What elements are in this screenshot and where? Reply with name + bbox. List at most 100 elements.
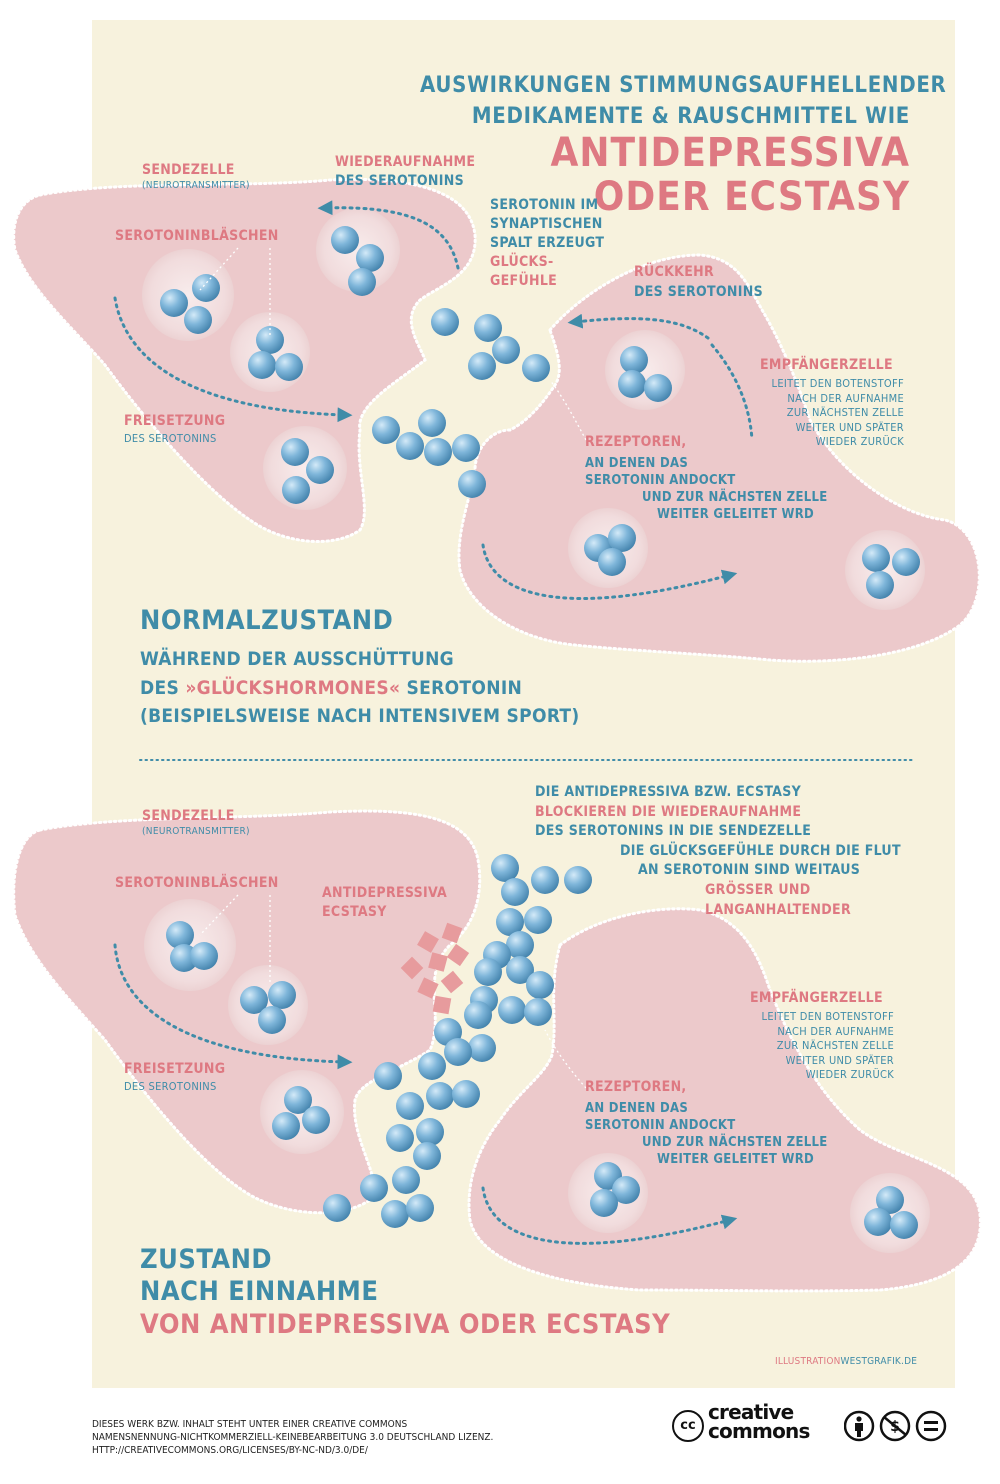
cc-logo-icon: cc [672,1410,704,1442]
leader-line [549,379,587,441]
vesicle [605,330,685,410]
serotonin-molecule [444,1038,472,1066]
title-line-1: AUSWIRKUNGEN STIMMUNGSAUFHELLENDER [420,73,947,98]
license-text: DIESES WERK BZW. INHALT STEHT UNTER EINE… [92,1418,493,1457]
credit-illustration: ILLUSTRATION [775,1356,841,1367]
label-sendezelle-top: SENDEZELLE [142,162,235,178]
normal-sub-line-1: WÄHREND DER AUSSCHÜTTUNG [140,648,455,670]
cc-word-2: commons [708,1419,810,1443]
label-empfaengerzelle-top: EMPFÄNGERZELLE [760,357,893,373]
transfer-arrow [481,543,738,600]
info-line-1: DIE ANTIDEPRESSIVA BZW. ECSTASY [535,784,801,800]
title-line-3: ANTIDEPRESSIVA [550,130,910,176]
serotonin-molecule [184,306,212,334]
serotonin-molecule [256,326,284,354]
rezeptoren-desc-top: AN DENEN DAS SEROTONIN ANDOCKT UND ZUR N… [585,455,827,524]
serotonin-molecule [374,1062,402,1090]
license-icons: $ [844,1410,947,1442]
return-arrow [567,313,710,340]
serotonin-molecule [396,432,424,460]
serotonin-molecule [864,1208,892,1236]
serotonin-molecule [348,268,376,296]
serotonin-molecule [406,1194,434,1222]
serotonin-molecule [360,1174,388,1202]
normal-sub-suffix: SEROTONIN [400,676,523,699]
serotonin-molecule [862,544,890,572]
drug-molecule [446,943,470,967]
label-antidepressiva-ecstasy: ANTIDEPRESSIVA ECSTASY [322,884,447,922]
serotonin-molecule [282,476,310,504]
by-attribution-icon [844,1410,875,1442]
empfaenger-b-line-4: WEITER UND SPÄTER [785,1053,894,1067]
illustration-credit: ILLUSTRATIONWESTGRAFIK.DE [775,1356,917,1368]
gluecks-line-1: GLÜCKS- [490,253,554,270]
label-freisetzung-sub-top: DES SEROTONINS [124,432,217,445]
label-rezeptoren-bottom: REZEPTOREN, [585,1079,687,1095]
drug-molecule [417,977,439,999]
empfaenger-desc-bottom: LEITET DEN BOTENSTOFF NACH DER AUFNAHME … [730,1010,894,1083]
serotonin-molecule [418,409,446,437]
serotonin-molecule [331,226,359,254]
label-freisetzung-bottom: FREISETZUNG [124,1061,226,1077]
vesicle [144,899,236,991]
serotonin-molecule [564,866,592,894]
serotonin-molecule [160,289,188,317]
leader-line [199,894,239,936]
empfaenger-b-line-5: WIEDER ZURÜCK [805,1068,894,1082]
serotonin-molecule [468,352,496,380]
label-synaptic-cleft: SEROTONIN IM SYNAPTISCHEN SPALT ERZEUGT … [490,196,604,290]
serotonin-molecule [240,986,268,1014]
serotonin-molecule [608,524,636,552]
empfaenger-line-1: LEITET DEN BOTENSTOFF [771,377,904,390]
info-line-5: AN SEROTONIN SIND WEITAUS [638,862,861,879]
empfaenger-line-4: WEITER UND SPÄTER [795,420,904,434]
heading-line-2: NACH EINNAHME [140,1276,379,1308]
serotonin-molecule [506,931,534,959]
title-line-2: MEDIKAMENTE & RAUSCHMITTEL WIE [471,104,910,130]
normal-sub-prefix: DES [140,676,186,699]
rezeptoren-desc-bottom: AN DENEN DAS SEROTONIN ANDOCKT UND ZUR N… [585,1100,828,1169]
serotonin-molecule [474,314,502,342]
serotonin-molecule [452,1080,480,1108]
serotonin-molecule [506,956,534,984]
cc-badge[interactable]: cc creative commons $ [672,1398,962,1450]
serotonin-molecule [524,906,552,934]
drug-molecule [440,970,464,994]
spalt-line-1: SEROTONIN IM [490,197,599,213]
heading-line-1: ZUSTAND [140,1244,273,1275]
serotonin-molecule [248,351,276,379]
drug-effect-info: DIE ANTIDEPRESSIVA BZW. ECSTASY BLOCKIER… [535,783,915,920]
drug-molecule [441,922,463,944]
label-wiederaufnahme: WIEDERAUFNAHME DES SEROTONINS [335,153,475,191]
credit-site[interactable]: WESTGRAFIK.DE [840,1356,918,1367]
serotonin-molecule [464,1001,492,1029]
normal-subtitle: WÄHREND DER AUSSCHÜTTUNG DES »GLÜCKSHORM… [140,645,580,731]
label-serotoninblaeschen-bottom: SEROTONINBLÄSCHEN [115,875,279,891]
serotonin-molecule [323,1194,351,1222]
license-line-2: NAMENSNENNUNG-NICHTKOMMERZIELL-KEINEBEAR… [92,1432,494,1443]
spalt-line-3: SPALT ERZEUGT [490,234,605,251]
serotonin-molecule [496,908,524,936]
serotonin-molecule [468,1034,496,1062]
serotonin-molecule [431,308,459,336]
page-title-main: ANTIDEPRESSIVA ODER ECSTASY [450,131,910,219]
release-arrow [113,296,353,423]
serotonin-molecule [876,1186,904,1214]
rueckkehr-line-2: DES SEROTONINS [634,283,763,300]
empfaenger-line-3: ZUR NÄCHSTEN ZELLE [786,406,904,420]
empfaenger-line-2: NACH DER AUFNAHME [787,391,904,405]
license-line-3[interactable]: HTTP://CREATIVECOMMONS.ORG/LICENSES/BY-N… [92,1445,368,1456]
drug-molecule [428,952,448,972]
serotonin-molecule [306,456,334,484]
label-freisetzung-sub-bottom: DES SEROTONINS [124,1080,217,1093]
rezeptoren-b-line-4: WEITER GELEITET WRD [657,1152,815,1168]
serotonin-molecule [416,1118,444,1146]
serotonin-molecule [866,571,894,599]
empfaenger-b-line-1: LEITET DEN BOTENSTOFF [761,1010,894,1023]
rezeptoren-b-line-3: UND ZUR NÄCHSTEN ZELLE [642,1135,828,1151]
serotonin-molecule [620,346,648,374]
serotonin-molecule [413,1142,441,1170]
serotonin-molecule [526,971,554,999]
serotonin-molecule [258,1006,286,1034]
